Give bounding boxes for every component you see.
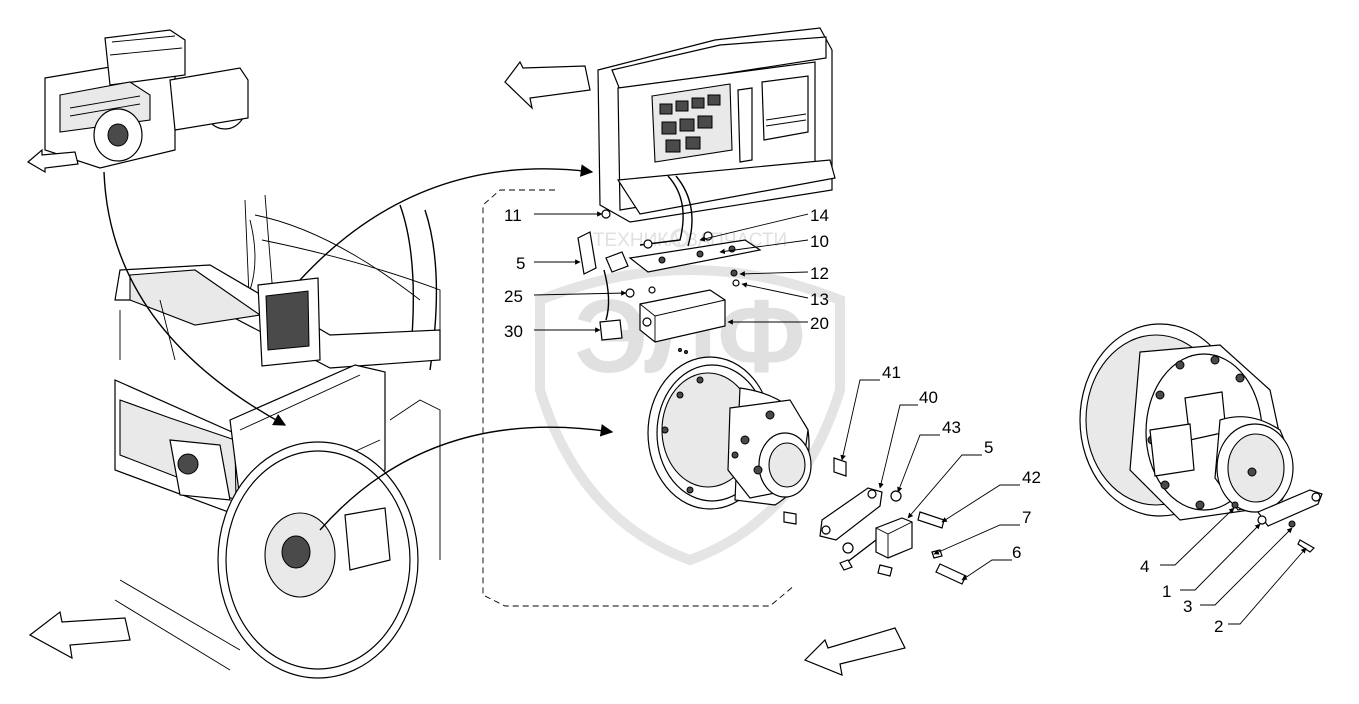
- callout-30: 30: [504, 322, 523, 341]
- direction-arrow-small: [26, 148, 79, 174]
- sensor-bracket-assembly: [577, 209, 762, 354]
- callout-25: 25: [504, 287, 523, 306]
- callout-3: 3: [1183, 597, 1192, 616]
- callout-6: 6: [1012, 543, 1021, 562]
- callout-20: 20: [810, 314, 829, 333]
- right-motor-view: [1079, 323, 1323, 553]
- roller-overview: [44, 29, 249, 169]
- callout-12: 12: [810, 264, 829, 283]
- callout-11: 11: [504, 206, 522, 225]
- callout-13: 13: [810, 290, 829, 309]
- callout-40: 40: [919, 388, 938, 407]
- callout-5-top: 5: [516, 254, 525, 273]
- callout-7: 7: [1022, 508, 1031, 527]
- callout-2: 2: [1214, 617, 1223, 636]
- callout-4: 4: [1140, 557, 1149, 576]
- callout-leaders: [533, 211, 1307, 625]
- direction-arrow-large-left: [28, 610, 131, 660]
- connector-arrows: [103, 164, 614, 531]
- roller-drum-view: [114, 194, 441, 679]
- callout-43: 43: [942, 418, 961, 437]
- callout-5-right: 5: [984, 438, 993, 457]
- callout-42: 42: [1022, 468, 1041, 487]
- callout-labels: 11 14 10 5 12 25 13 30 20 41 40 43 5 42 …: [504, 206, 1223, 636]
- direction-arrow-top: [504, 60, 591, 110]
- control-box: [597, 27, 836, 247]
- callout-41: 41: [882, 363, 901, 382]
- direction-arrow-bottom: [803, 627, 906, 676]
- drum-motor-assembly: [647, 356, 967, 585]
- callout-1: 1: [1162, 582, 1171, 601]
- detail-boundary: [482, 189, 796, 607]
- callout-10: 10: [810, 232, 829, 251]
- gear-icon: [670, 228, 690, 248]
- callout-14: 14: [810, 206, 829, 225]
